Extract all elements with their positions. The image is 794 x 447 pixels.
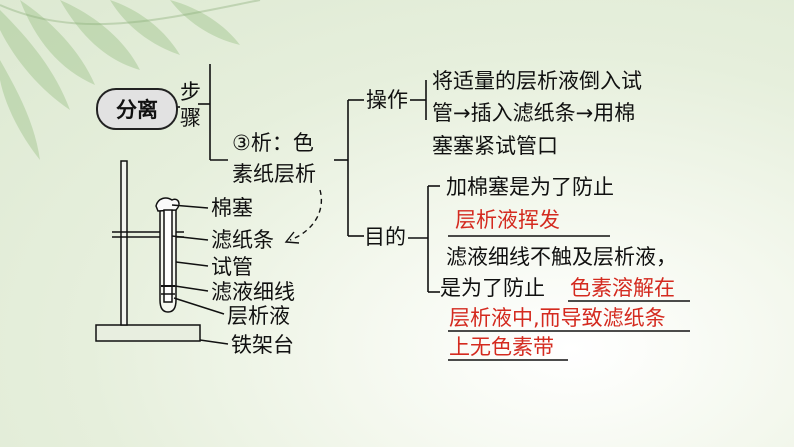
sub-step-line-1: ③析：色 bbox=[232, 131, 314, 155]
label-filtrate-line: 滤液细线 bbox=[211, 280, 295, 304]
operation-line-3: 塞塞紧试管口 bbox=[432, 134, 558, 158]
answer-2-line-1: 色素溶解在 bbox=[570, 276, 675, 300]
operation-line-1: 将适量的层析液倒入试 bbox=[432, 69, 642, 93]
label-filter-strip: 滤纸条 bbox=[211, 228, 274, 252]
label-cotton-plug: 棉塞 bbox=[211, 196, 253, 220]
step-label-2: 骤 bbox=[180, 106, 201, 130]
sub-step-line-2: 素纸层析 bbox=[232, 162, 316, 186]
label-iron-stand: 铁架台 bbox=[231, 333, 294, 357]
label-test-tube: 试管 bbox=[211, 255, 253, 279]
purpose-1-text: 加棉塞是为了防止 bbox=[446, 175, 614, 199]
step-label-1: 步 bbox=[180, 80, 201, 104]
branch-operation: 操作 bbox=[366, 88, 408, 112]
branch-purpose: 目的 bbox=[364, 225, 406, 249]
topic-badge: 分离 bbox=[96, 88, 178, 130]
answer-2-line-2: 层析液中,而导致滤纸条 bbox=[449, 306, 666, 330]
purpose-2-line-1: 滤液细线不触及层析液， bbox=[446, 245, 677, 269]
answer-1: 层析液挥发 bbox=[455, 208, 560, 232]
answer-2-line-3: 上无色素带 bbox=[449, 335, 554, 359]
purpose-2-line-2: 是为了防止 bbox=[440, 276, 545, 300]
label-chromatography-solvent: 层析液 bbox=[227, 304, 290, 328]
operation-line-2: 管→插入滤纸条→用棉 bbox=[432, 101, 636, 125]
